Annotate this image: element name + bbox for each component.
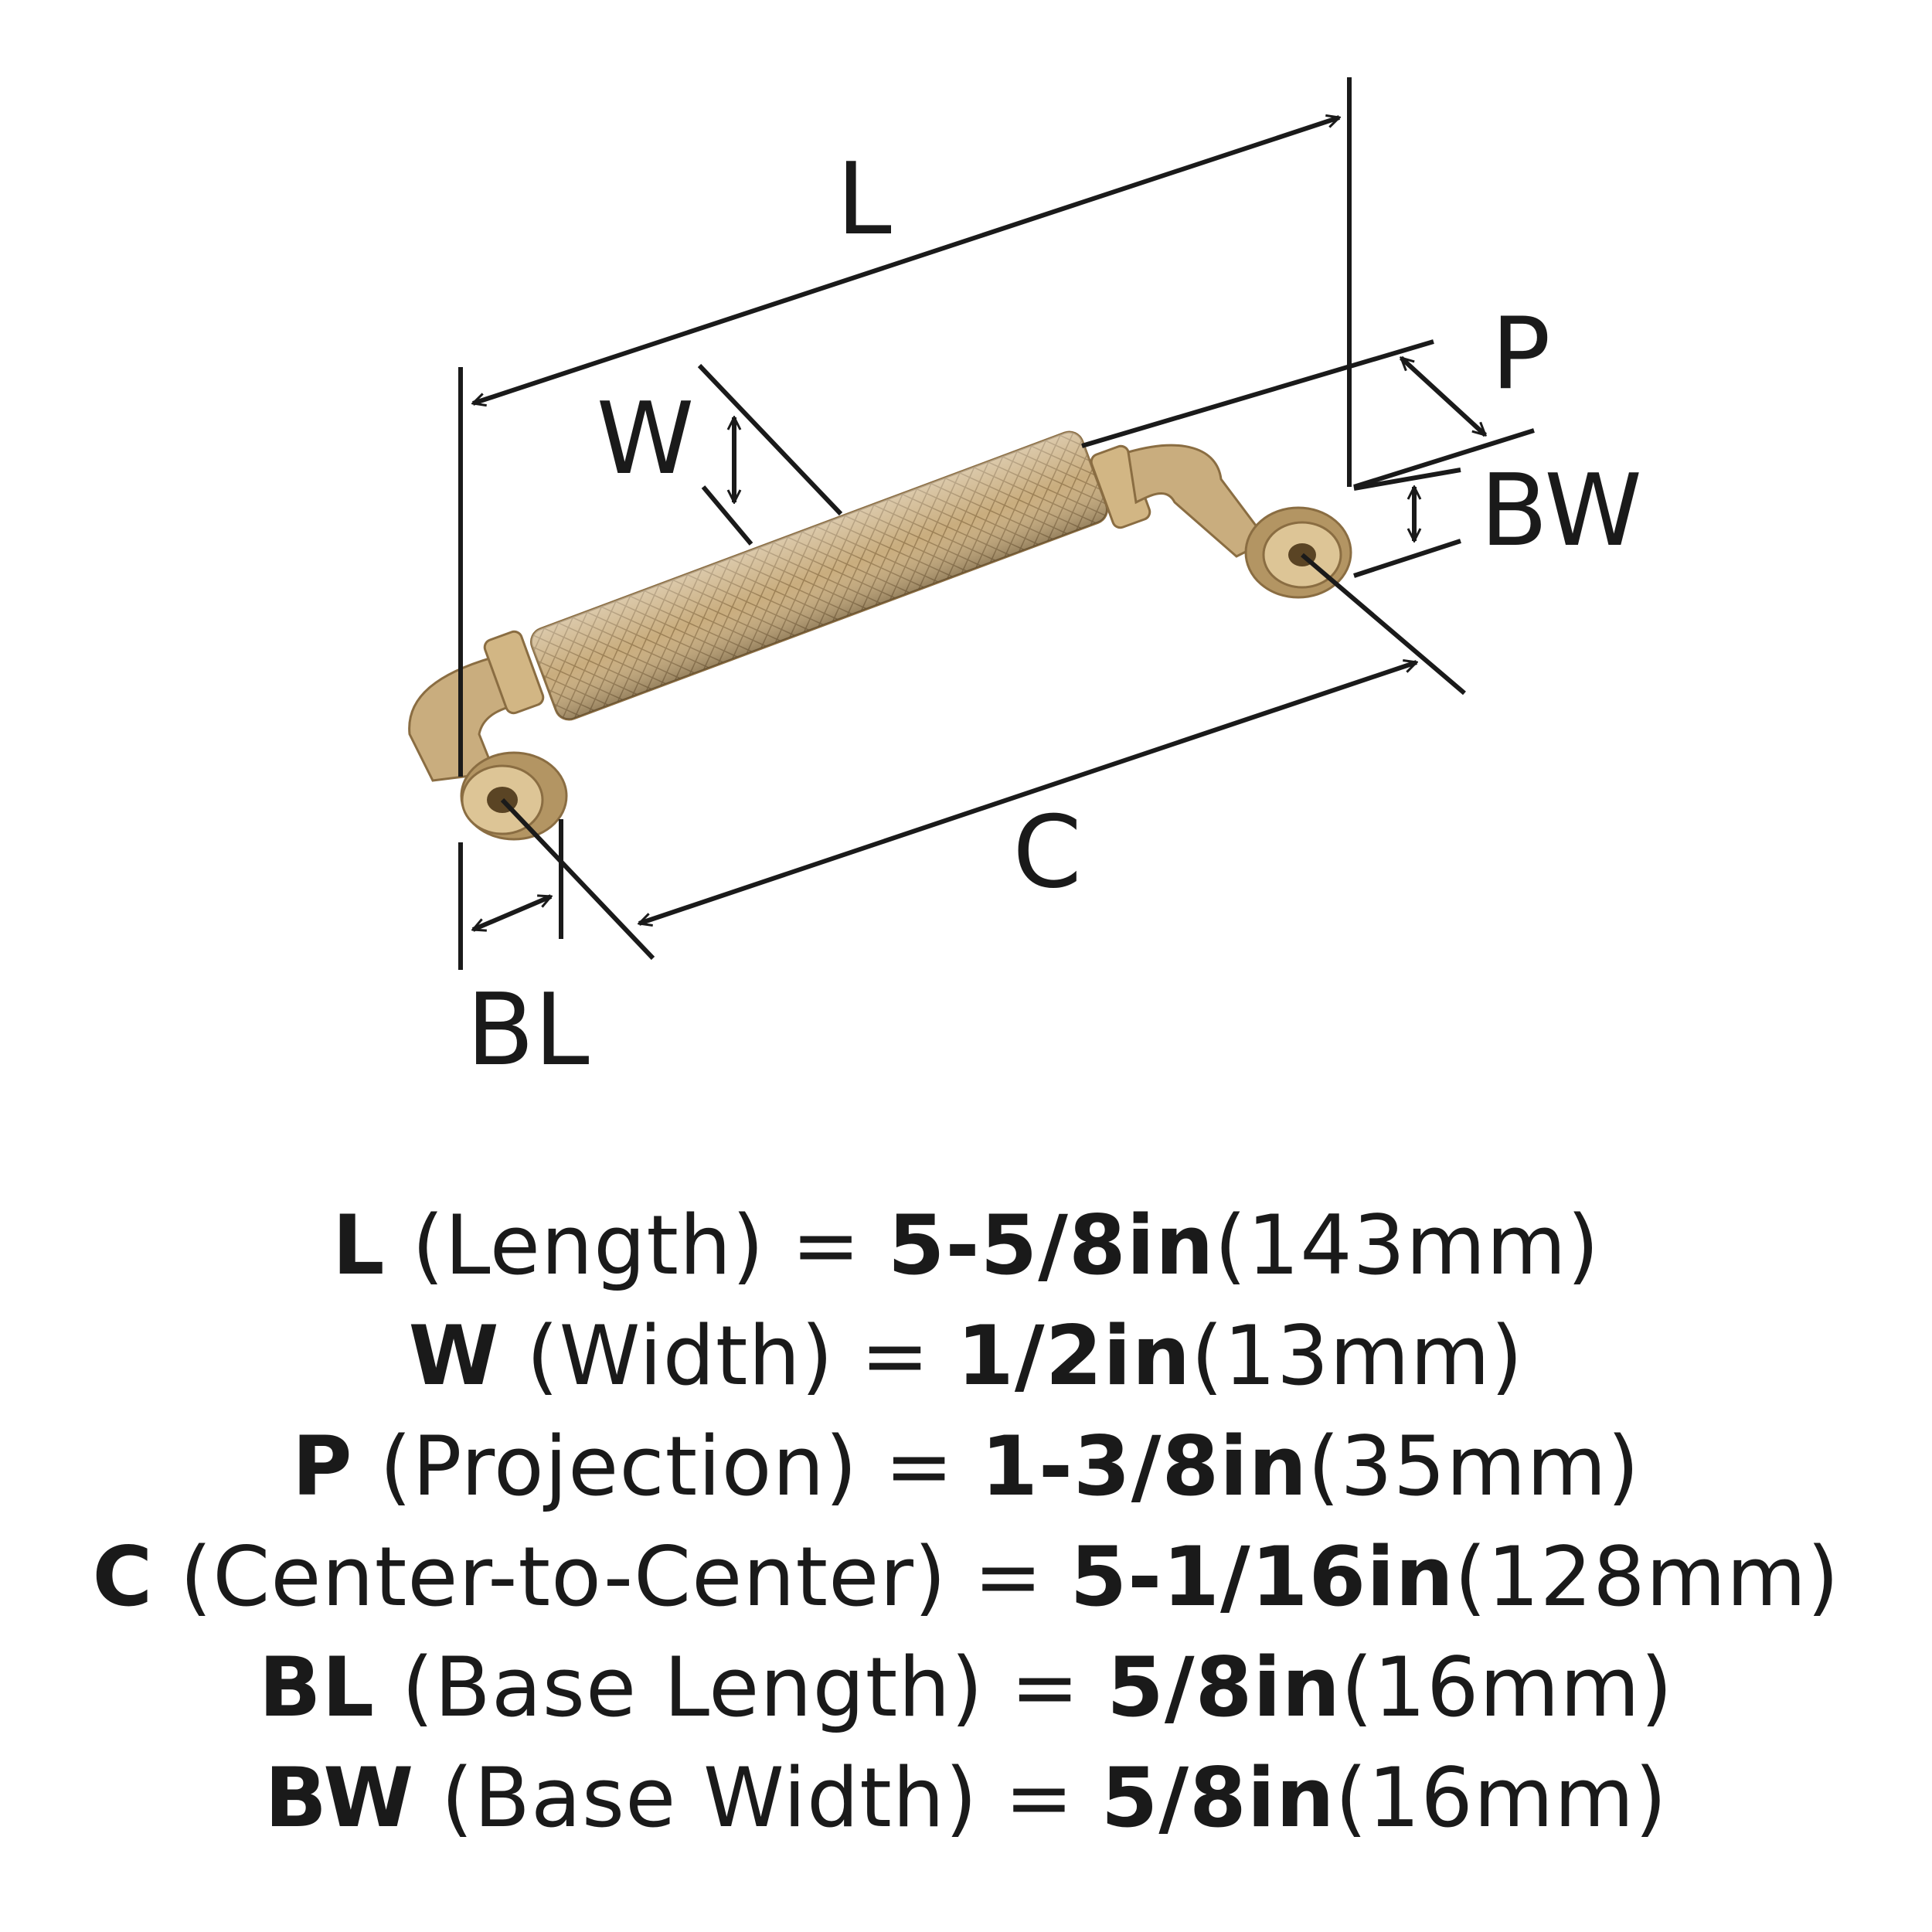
dim-line-length: [473, 117, 1339, 403]
spec-code: L: [332, 1198, 386, 1293]
spec-imperial-value: 5-5/8in: [887, 1198, 1215, 1293]
spec-row: L (Length) = 5-5/8in(143mm): [0, 1190, 1932, 1301]
spec-row: BW (Base Width) = 5/8in(16mm): [0, 1743, 1932, 1853]
dim-line-base-length: [473, 894, 551, 932]
spec-metric-value: (16mm): [1341, 1640, 1674, 1735]
left-collar: [483, 630, 545, 715]
spec-code: W: [408, 1308, 500, 1403]
dim-line-projection: [1401, 358, 1485, 435]
label-base-length: BL: [466, 973, 589, 1088]
label-center-to-center: C: [1012, 795, 1081, 910]
label-length: L: [836, 142, 891, 257]
spec-description: (Base Width) =: [414, 1750, 1101, 1845]
spec-imperial-value: 1-3/8in: [981, 1419, 1308, 1514]
spec-code: P: [291, 1419, 353, 1514]
spec-row: C (Center-to-Center) = 5-1/16in(128mm): [0, 1522, 1932, 1632]
spec-row: P (Projection) = 1-3/8in(35mm): [0, 1411, 1932, 1522]
spec-metric-value: (16mm): [1335, 1750, 1668, 1845]
dim-line-center-to-center: [639, 662, 1417, 923]
spec-metric-value: (143mm): [1214, 1198, 1600, 1293]
spec-imperial-value: 5/8in: [1100, 1750, 1335, 1845]
spec-description: (Center-to-Center) =: [153, 1529, 1070, 1624]
specification-list: L (Length) = 5-5/8in(143mm)W (Width) = 1…: [0, 1190, 1932, 1853]
dimension-diagram: L W P BW C BL: [408, 77, 1642, 1088]
label-width: W: [597, 382, 695, 497]
spec-description: (Width) =: [499, 1308, 957, 1403]
label-projection: P: [1491, 297, 1550, 412]
spec-metric-value: (13mm): [1191, 1308, 1524, 1403]
spec-row: BL (Base Length) = 5/8in(16mm): [0, 1632, 1932, 1743]
spec-description: (Projection) =: [352, 1419, 981, 1514]
spec-description: (Length) =: [385, 1198, 888, 1293]
left-base: [460, 751, 568, 841]
spec-imperial-value: 5-1/16in: [1070, 1529, 1455, 1624]
dimension-lines: [458, 77, 1535, 970]
right-leg: [1127, 444, 1270, 558]
left-leg: [408, 655, 528, 782]
spec-metric-value: (35mm): [1308, 1419, 1641, 1514]
spec-imperial-value: 1/2in: [957, 1308, 1192, 1403]
cabinet-pull-illustration: [408, 430, 1352, 841]
spec-description: (Base Length) =: [375, 1640, 1107, 1735]
spec-code: C: [92, 1529, 154, 1624]
spec-code: BW: [264, 1750, 415, 1845]
spec-imperial-value: 5/8in: [1107, 1640, 1342, 1735]
spec-row: W (Width) = 1/2in(13mm): [0, 1301, 1932, 1411]
spec-metric-value: (128mm): [1454, 1529, 1840, 1624]
label-base-width: BW: [1480, 454, 1642, 569]
spec-code: BL: [258, 1640, 376, 1735]
